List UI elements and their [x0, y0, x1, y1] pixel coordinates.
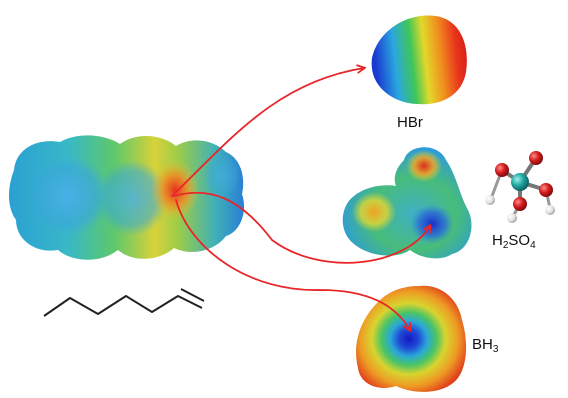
arrow-to-h2so4 — [173, 191, 430, 264]
oxygen-atom — [529, 151, 543, 165]
oxygen-atom — [513, 197, 527, 211]
hydrogen-atom — [507, 213, 517, 223]
reaction-arrows — [171, 68, 430, 330]
oxygen-atom — [495, 163, 509, 177]
arrow-to-bh3 — [175, 199, 410, 330]
bh3-label: BH3 — [472, 336, 499, 355]
hydrogen-atom — [485, 195, 495, 205]
oxygen-atom — [539, 183, 553, 197]
hbr-label: HBr — [397, 114, 423, 131]
h2so4-ball-and-stick-model — [485, 151, 555, 223]
hydrogen-atom — [545, 205, 555, 215]
bh3-potential-surface — [356, 285, 467, 392]
hexene-skeletal-structure — [43, 288, 205, 317]
h2so4-potential-surface — [342, 147, 472, 259]
hbr-potential-surface — [371, 15, 467, 105]
h2so4-label: H2SO4 — [492, 232, 536, 251]
sulfur-atom — [511, 173, 529, 191]
hexene-potential-surface — [9, 135, 245, 260]
arrow-to-hbr — [171, 68, 364, 197]
